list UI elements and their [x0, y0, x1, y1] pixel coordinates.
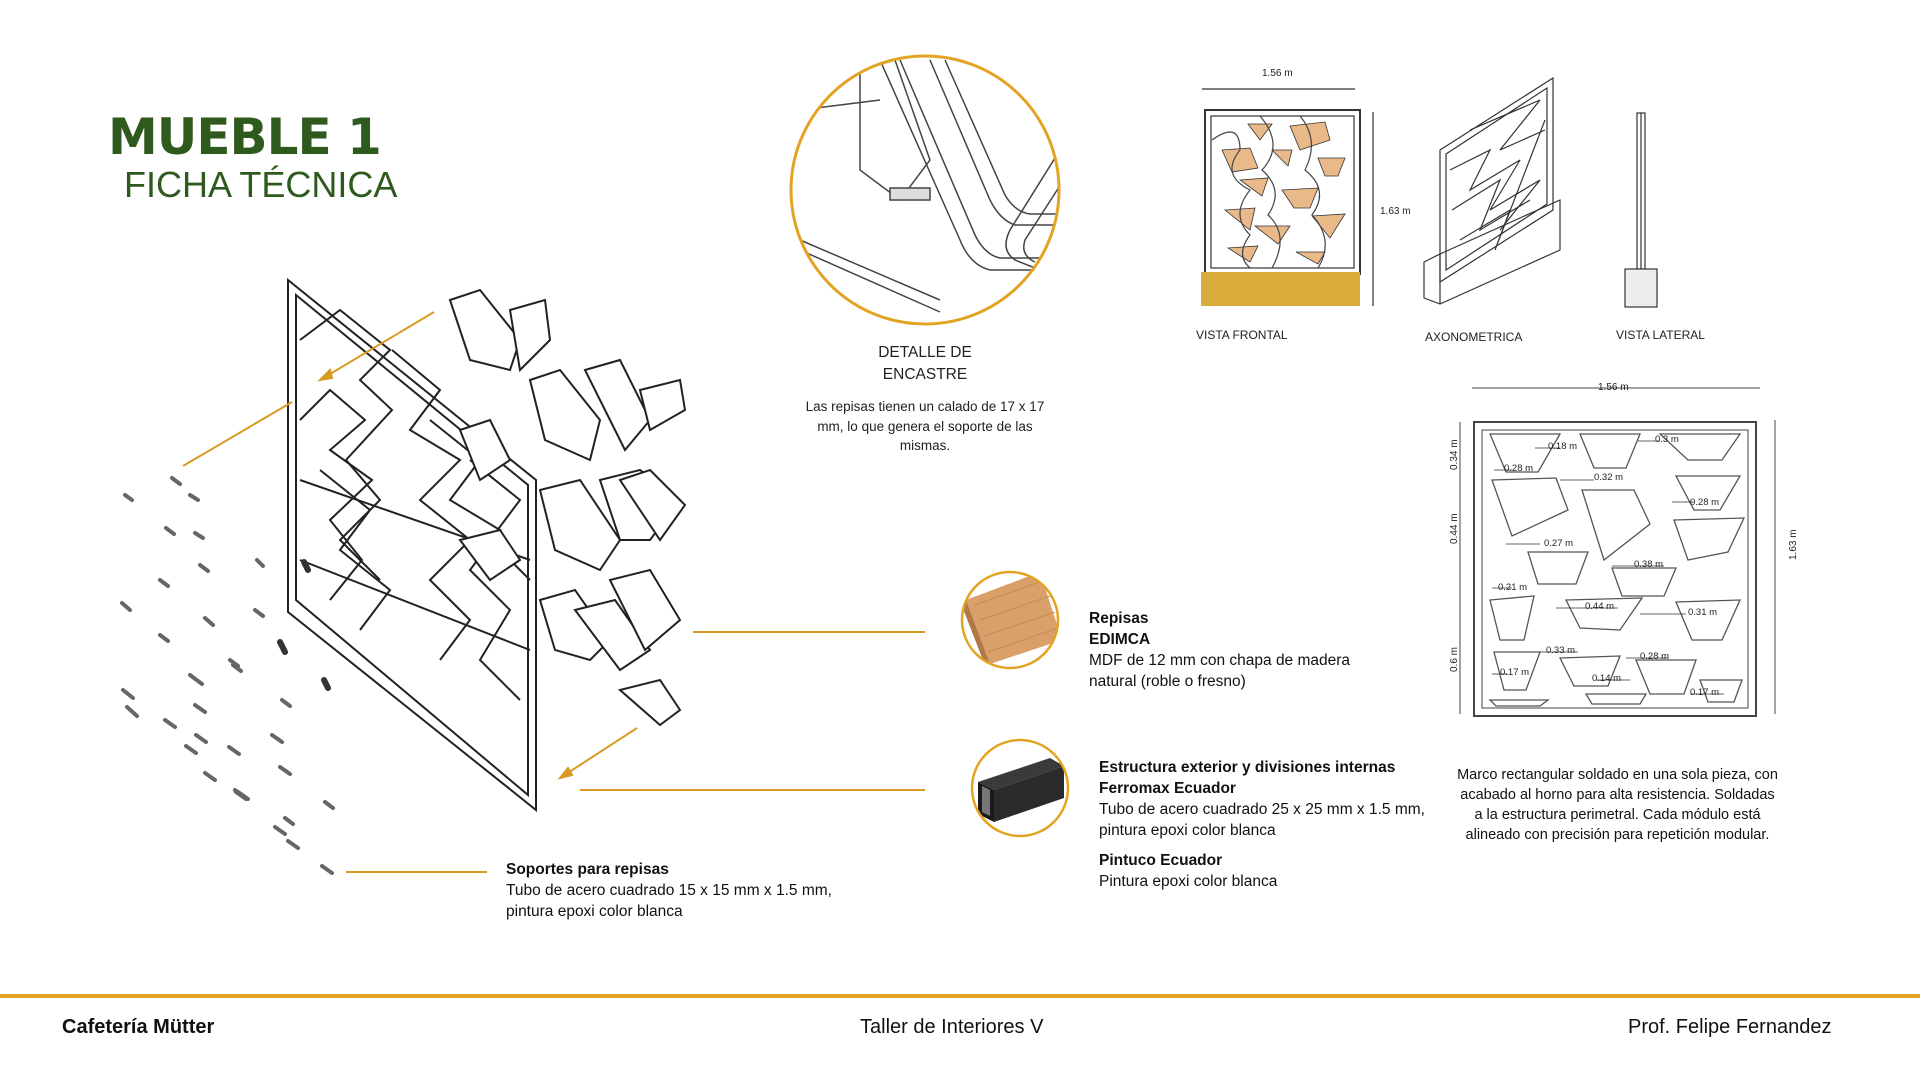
spec-estructura: Estructura exterior y divisiones interna… [1099, 757, 1429, 841]
spec-soportes-text: Tubo de acero cuadrado 15 x 15 mm x 1.5 … [506, 882, 832, 921]
spec-estructura-text: Tubo de acero cuadrado 25 x 25 mm x 1.5 … [1099, 801, 1425, 840]
spec-pintura: Pintuco Ecuador Pintura epoxi color blan… [1099, 850, 1429, 892]
detail-title: DETALLE DE ENCASTRE [878, 344, 972, 384]
plan-left-dim-3: 0.6 m [1449, 646, 1460, 672]
plan-dim: 0.21 m [1498, 582, 1528, 593]
spec-soportes-title: Soportes para repisas [506, 861, 669, 878]
footer-divider [0, 994, 1920, 998]
footer-project: Cafetería Mütter [62, 1016, 215, 1038]
spec-pintura-title: Pintuco Ecuador [1099, 852, 1223, 869]
plan-dim: 0.28 m [1640, 651, 1670, 662]
plan-height-dim: 1.63 m [1788, 529, 1799, 560]
spec-repisas: Repisas EDIMCA MDF de 12 mm con chapa de… [1089, 608, 1389, 692]
plan-dim: 0.17 m [1500, 667, 1530, 678]
plan-dim: 0.27 m [1544, 538, 1574, 549]
plan-dim: 0.33 m [1546, 645, 1576, 656]
plan-left-dim-2: 0.44 m [1449, 513, 1460, 544]
plan-left-dim-1: 0.34 m [1449, 439, 1460, 470]
plan-dim: 0.14 m [1592, 673, 1622, 684]
plan-dim: 0.18 m [1548, 441, 1578, 452]
plan-dim: 0.38 m [1634, 559, 1664, 570]
plan-dim: 0.3 m [1655, 434, 1679, 445]
spec-pintura-text: Pintura epoxi color blanca [1099, 873, 1278, 891]
front-height-dim: 1.63 m [1380, 206, 1411, 217]
plan-dim: 0.17 m [1690, 687, 1720, 698]
page-title: MUEBLE 1 [108, 108, 382, 166]
spec-repisas-text: MDF de 12 mm con chapa de madera natural… [1089, 652, 1351, 691]
plan-dim: 0.31 m [1688, 607, 1718, 618]
spec-soportes: Soportes para repisas Tubo de acero cuad… [506, 859, 836, 922]
footer-course: Taller de Interiores V [860, 1016, 1044, 1038]
page-subtitle: FICHA TÉCNICA [124, 164, 398, 205]
view-side-label: VISTA LATERAL [1616, 328, 1705, 342]
plan-dim: 0.44 m [1585, 601, 1615, 612]
spec-estructura-brand: Ferromax Ecuador [1099, 780, 1236, 798]
plan-width-dim: 1.56 m [1598, 382, 1629, 393]
front-width-dim: 1.56 m [1262, 68, 1293, 79]
spec-repisas-title: Repisas [1089, 610, 1149, 627]
plan-dim: 0.32 m [1594, 472, 1624, 483]
spec-repisas-brand: EDIMCA [1089, 631, 1151, 649]
detail-description: Las repisas tienen un calado de 17 x 17 … [805, 399, 1045, 454]
footer-professor: Prof. Felipe Fernandez [1628, 1016, 1832, 1038]
plan-dim: 0.28 m [1504, 463, 1534, 474]
view-front-label: VISTA FRONTAL [1196, 328, 1288, 342]
view-axo-label: AXONOMETRICA [1425, 330, 1523, 344]
spec-estructura-title: Estructura exterior y divisiones interna… [1099, 759, 1396, 776]
plan-dim: 0.28 m [1690, 497, 1720, 508]
spec-marco: Marco rectangular soldado en una sola pi… [1457, 767, 1778, 843]
